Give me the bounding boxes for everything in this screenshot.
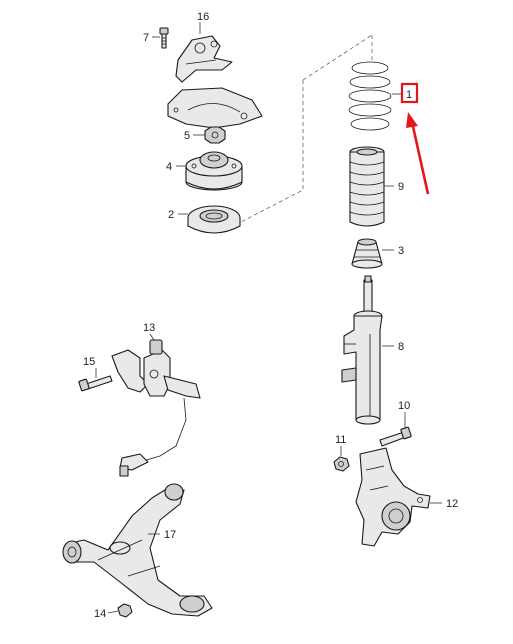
assembly-guide-lines (234, 34, 373, 226)
callout-13: 13 (143, 322, 155, 334)
callout-12: 12 (446, 498, 458, 510)
callout-2: 2 (168, 209, 174, 221)
part-15-bolt (78, 375, 113, 392)
callout-11: 11 (335, 434, 346, 446)
part-13-sensor-bracket (111, 339, 201, 399)
callout-7: 7 (143, 32, 149, 44)
highlight-arrow-shaft (410, 121, 430, 195)
callout-3: 3 (398, 245, 404, 257)
leader-lines (95, 22, 442, 614)
part-16-strut-mount-bracket (175, 35, 233, 83)
dust-shield-plate (167, 87, 263, 129)
part-12-steering-knuckle (355, 447, 431, 547)
part-4-strut-mount (185, 151, 243, 191)
callout-1: 1 (406, 89, 412, 101)
callout-17: 17 (164, 529, 176, 541)
part-8-shock-absorber (341, 275, 383, 425)
part-11-nut (333, 456, 350, 472)
part-17-control-arm (62, 483, 213, 617)
part-7-bolt (159, 27, 169, 49)
callout-10: 10 (398, 400, 410, 412)
highlighted-callout-1: 1 (400, 82, 430, 195)
part-5-nut (204, 126, 226, 144)
part-2-strut-bearing (187, 205, 241, 234)
part-3-bump-stop (351, 238, 383, 269)
highlight-box (400, 82, 419, 104)
sensor-link-rod (119, 397, 187, 477)
callout-5: 5 (184, 130, 190, 142)
part-10-bolt (379, 426, 412, 447)
part-14-nut (117, 603, 133, 618)
callout-16: 16 (197, 11, 209, 23)
highlight-arrow-head (406, 112, 418, 128)
callout-4: 4 (166, 161, 172, 173)
callout-9: 9 (398, 181, 404, 193)
part-9-protective-boot (349, 146, 385, 227)
callout-14: 14 (94, 608, 106, 620)
callout-8: 8 (398, 341, 404, 353)
part-1-coil-spring (348, 61, 392, 131)
callout-labels: 16 7 5 4 2 9 3 8 10 11 12 13 15 17 14 (83, 11, 458, 620)
callout-15: 15 (83, 356, 95, 368)
